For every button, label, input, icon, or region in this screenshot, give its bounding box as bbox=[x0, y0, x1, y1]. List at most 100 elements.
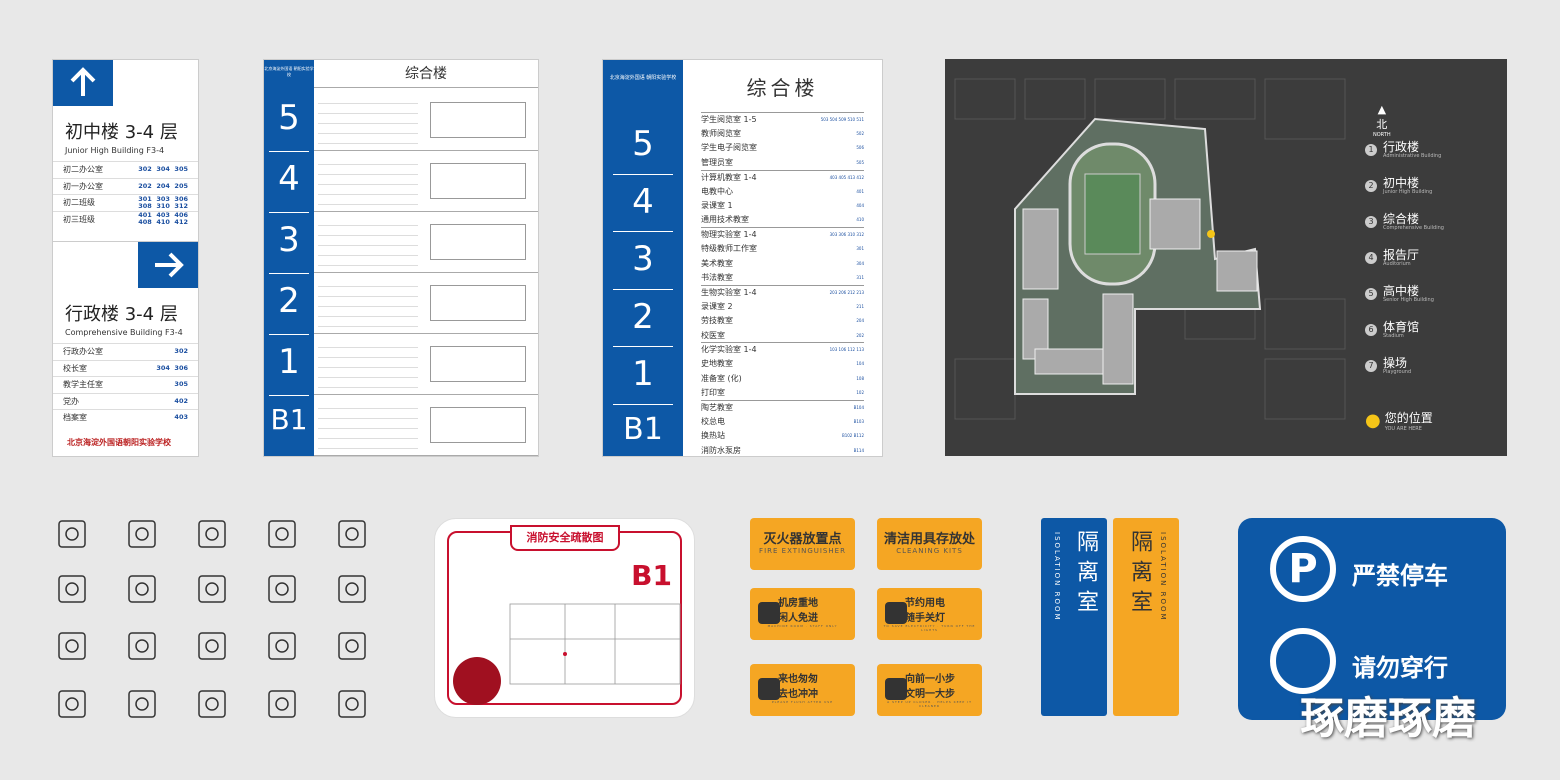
floor-divider bbox=[613, 346, 673, 347]
no-crossing-label: 请勿穿行 bbox=[1352, 654, 1448, 682]
floor-number: 4 bbox=[278, 159, 300, 199]
room-label: 党办 bbox=[63, 396, 79, 406]
you-are-here-label: 您的位置 bbox=[1384, 411, 1433, 425]
book-icon bbox=[56, 518, 88, 550]
no-parking-icon: P bbox=[1270, 536, 1336, 602]
chart-icon bbox=[196, 688, 228, 720]
floor-divider bbox=[269, 212, 309, 213]
room-number: 203 206 212 213 bbox=[829, 289, 864, 295]
floor-divider bbox=[314, 150, 538, 151]
floor-number: 1 bbox=[278, 342, 300, 382]
room-label: 教师阅览室 bbox=[701, 129, 741, 139]
isolation-en: ISOLATION ROOM bbox=[1053, 532, 1061, 622]
tie-icon bbox=[56, 688, 88, 720]
room-label: 消防水泵房 bbox=[701, 445, 741, 455]
room-number: 302 bbox=[174, 347, 188, 356]
isolation-label: 隔离室 bbox=[1127, 530, 1152, 620]
room-label: 录课室 1 bbox=[701, 201, 733, 211]
legend-en: Auditorium bbox=[1383, 261, 1411, 267]
magnet-icon bbox=[266, 573, 298, 605]
floor-plan bbox=[430, 163, 526, 199]
you-are-here: ● 您的位置 YOU ARE HERE bbox=[1365, 409, 1433, 432]
room-label: 劳技教室 bbox=[701, 316, 733, 326]
room-label: 准备室 (化) bbox=[701, 373, 742, 383]
school-logo-small: 北京海淀外国语 朝阳实验学校 bbox=[264, 66, 314, 77]
room-label: 初一办公室 bbox=[63, 181, 103, 191]
room-number: 211 bbox=[856, 303, 864, 309]
isolation-sign-blue: 隔离室 ISOLATION ROOM bbox=[1041, 518, 1107, 716]
floor-number: 5 bbox=[278, 98, 300, 138]
palette-icon bbox=[126, 630, 158, 662]
legend-label: 高中楼 bbox=[1383, 284, 1420, 298]
room-label: 通用技术教室 bbox=[701, 215, 749, 225]
floor-divider bbox=[269, 334, 309, 335]
room-table bbox=[318, 399, 418, 451]
floor-plan bbox=[430, 346, 526, 382]
floor-number: B1 bbox=[623, 411, 663, 447]
room-number: 403 bbox=[174, 413, 188, 422]
room-number: 304 bbox=[856, 260, 864, 266]
legend-number: 5 bbox=[1365, 288, 1377, 300]
legend-label: 操场 bbox=[1383, 356, 1408, 370]
directory-sign: 初中楼 3-4 层 Junior High Building F3-4 初二办公… bbox=[52, 59, 199, 457]
legend-number: 4 bbox=[1365, 252, 1377, 264]
room-label: 美术教室 bbox=[701, 258, 733, 268]
microscope-icon bbox=[266, 630, 298, 662]
notice-label: 灭火器放置点 bbox=[763, 532, 842, 547]
floor-divider bbox=[314, 394, 538, 395]
floor-divider bbox=[269, 395, 309, 396]
room-number: 311 bbox=[856, 274, 864, 280]
school-logo: 北京海淀外国语 朝阳实验学校 bbox=[609, 75, 677, 81]
room-label: 物理实验室 1-4 bbox=[701, 230, 757, 240]
room-number: 304 306 bbox=[156, 363, 188, 372]
room-label: 初二班级 bbox=[63, 198, 95, 208]
notice-label: 向前一小步 文明一大步 bbox=[905, 674, 955, 700]
floor-divider bbox=[314, 211, 538, 212]
legend-label: 体育馆 bbox=[1383, 320, 1420, 334]
floor-label: B1 bbox=[631, 559, 672, 592]
floor-plan bbox=[430, 407, 526, 443]
admin-subtitle: Comprehensive Building F3-4 bbox=[65, 328, 183, 337]
you-are-here-en: YOU ARE HERE bbox=[1384, 426, 1422, 432]
floor-plan bbox=[430, 224, 526, 260]
notice-icon bbox=[885, 678, 907, 700]
room-number: 402 bbox=[174, 396, 188, 405]
room-table bbox=[318, 94, 418, 146]
evacuation-title: 消防安全疏散图 bbox=[510, 525, 620, 551]
tools-icon bbox=[336, 688, 368, 720]
room-table bbox=[318, 338, 418, 390]
notice-label: 节约用电 随手关灯 bbox=[905, 598, 945, 624]
room-number: 202 bbox=[856, 332, 864, 338]
first-aid-icon bbox=[56, 573, 88, 605]
room-label: 生物实验室 1-4 bbox=[701, 287, 757, 297]
room-label: 书法教室 bbox=[701, 272, 733, 282]
isolation-label: 隔离室 bbox=[1073, 530, 1098, 620]
film-icon bbox=[266, 518, 298, 550]
room-label: 打印室 bbox=[701, 388, 725, 398]
restroom-icon bbox=[196, 518, 228, 550]
notice-icon bbox=[885, 602, 907, 624]
watermark: 琢磨琢磨 bbox=[1300, 693, 1476, 744]
notice-en: A STEP UP CLOSER · HELPS KEEP IT CLEANER bbox=[887, 700, 972, 708]
